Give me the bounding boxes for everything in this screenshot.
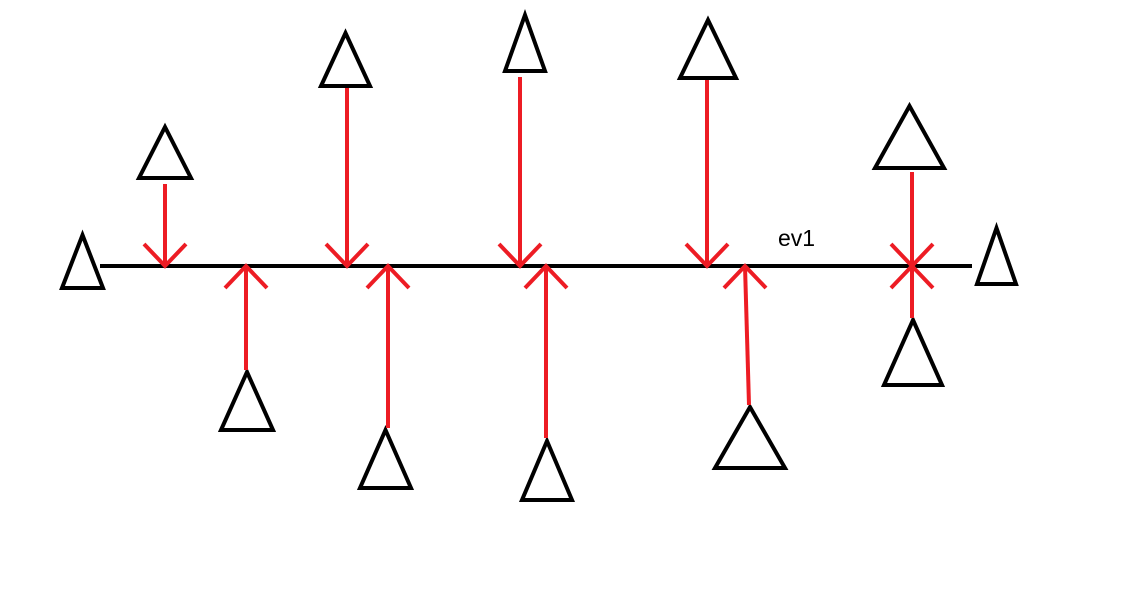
node-above-triangle-3 [502, 9, 548, 73]
arrow-down-3-head [497, 242, 543, 269]
arrow-up-3-head [523, 263, 569, 290]
arrow-up-1-head [223, 263, 269, 290]
main-line-label: ev1 [778, 225, 815, 251]
arrow-up-2-head [365, 263, 411, 290]
node-below-triangle-2 [356, 425, 415, 490]
node-above-triangle-2 [317, 28, 374, 88]
node-below-triangle-4 [711, 402, 789, 470]
end-node-right-triangle [974, 221, 1019, 286]
arrow-down-1-head [142, 242, 188, 269]
node-above-triangle-4 [676, 15, 740, 80]
node-below-triangle-3 [518, 435, 576, 502]
arrow-up-4 [743, 265, 751, 406]
end-node-left-triangle [59, 229, 106, 290]
arrow-down-4-head [684, 242, 730, 269]
arrow-down-2-head [324, 242, 370, 269]
arrow-up-4-head [722, 263, 768, 290]
node-below-triangle-1 [217, 367, 277, 432]
node-above-triangle-5 [871, 101, 948, 170]
node-above-triangle-1 [135, 122, 195, 180]
node-below-triangle-5 [880, 315, 946, 387]
arrow-up-5-head [889, 263, 935, 290]
